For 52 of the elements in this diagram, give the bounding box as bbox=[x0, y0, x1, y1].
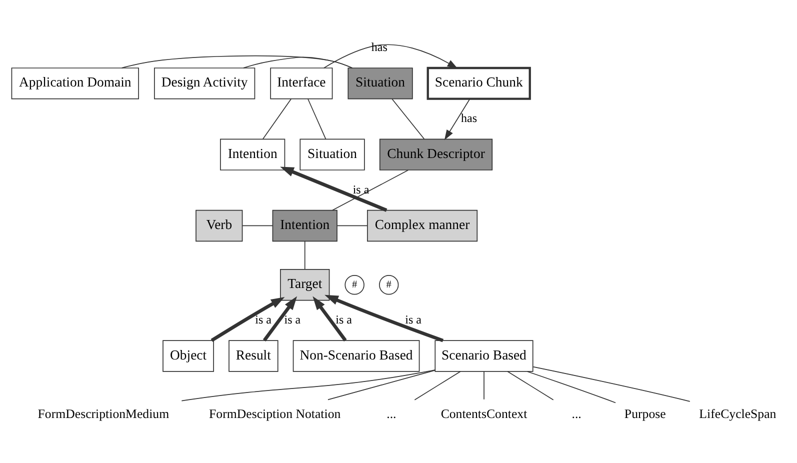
arrow bbox=[312, 296, 347, 342]
arrow bbox=[262, 296, 298, 342]
node-box: Complex manner bbox=[367, 210, 478, 242]
node-box: Scenario Chunk bbox=[426, 66, 531, 100]
node-box: Result bbox=[228, 340, 278, 372]
connector bbox=[336, 225, 368, 226]
connector bbox=[304, 240, 306, 270]
node-box: Chunk Descriptor bbox=[379, 138, 493, 170]
node-box: Verb bbox=[196, 210, 243, 242]
node-text: ... bbox=[572, 407, 582, 422]
connector bbox=[181, 369, 436, 402]
connector bbox=[121, 55, 353, 68]
connector bbox=[243, 56, 353, 68]
node-box: Situation bbox=[300, 138, 365, 170]
connector bbox=[242, 225, 273, 226]
node-box: Intention bbox=[220, 138, 286, 170]
node-box: Scenario Based bbox=[434, 340, 534, 372]
connector bbox=[308, 98, 326, 140]
node-box: Target bbox=[280, 269, 330, 301]
edge-label: is a bbox=[336, 312, 352, 327]
edge-label: is a bbox=[255, 312, 272, 327]
node-text: FormDescriptionMedium bbox=[38, 407, 170, 422]
connector bbox=[332, 170, 409, 211]
edge-label: is a bbox=[405, 312, 422, 327]
connector bbox=[414, 371, 461, 400]
arrow bbox=[323, 44, 458, 68]
node-circle: # bbox=[344, 275, 364, 295]
connector bbox=[532, 366, 690, 402]
node-box: Design Activity bbox=[154, 68, 256, 100]
arrow bbox=[210, 296, 285, 342]
node-text: FormDesciption Notation bbox=[209, 407, 341, 422]
node-box: Interface bbox=[270, 68, 333, 100]
edge-label: has bbox=[461, 111, 477, 126]
node-text: Purpose bbox=[624, 407, 666, 422]
node-box: Application Domain bbox=[11, 68, 139, 100]
arrow bbox=[280, 166, 388, 212]
node-box: Situation bbox=[348, 68, 413, 100]
edge-label: is a bbox=[284, 312, 301, 327]
connector bbox=[526, 371, 616, 404]
node-box: Non-Scenario Based bbox=[292, 340, 420, 372]
arrow bbox=[324, 294, 444, 342]
node-circle: # bbox=[379, 275, 399, 295]
connector bbox=[507, 371, 554, 400]
arrow bbox=[444, 98, 470, 140]
node-text: ContentsContext bbox=[440, 407, 528, 422]
connector bbox=[392, 98, 425, 140]
node-box: Intention bbox=[272, 210, 338, 242]
node-text: LifeCycleSpan bbox=[699, 407, 776, 422]
connector bbox=[262, 98, 292, 140]
node-box: Object bbox=[162, 340, 214, 372]
connector bbox=[328, 370, 436, 400]
node-text: ... bbox=[386, 407, 396, 422]
